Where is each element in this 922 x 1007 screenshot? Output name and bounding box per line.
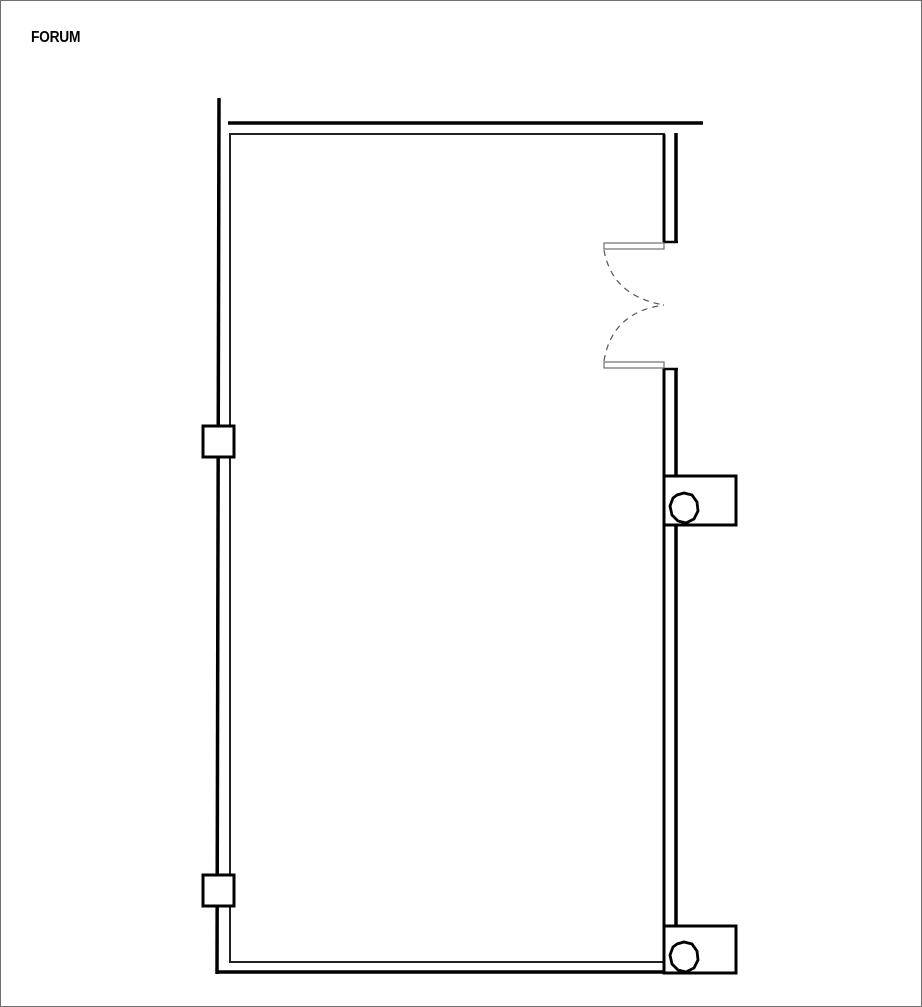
left-outer-wall	[215, 97, 221, 975]
door-leaf-upper	[603, 242, 665, 250]
room-title: FORUM	[31, 29, 81, 46]
inner-wall-outline	[229, 133, 665, 963]
octagon-icon-upper	[668, 491, 700, 525]
octagon-icon-lower	[668, 940, 700, 974]
door-leaf-lower	[603, 361, 665, 369]
column-left-upper	[201, 424, 236, 459]
column-left-lower	[201, 873, 236, 908]
door-swing-lower	[603, 304, 665, 362]
door-swing-upper	[603, 249, 665, 306]
